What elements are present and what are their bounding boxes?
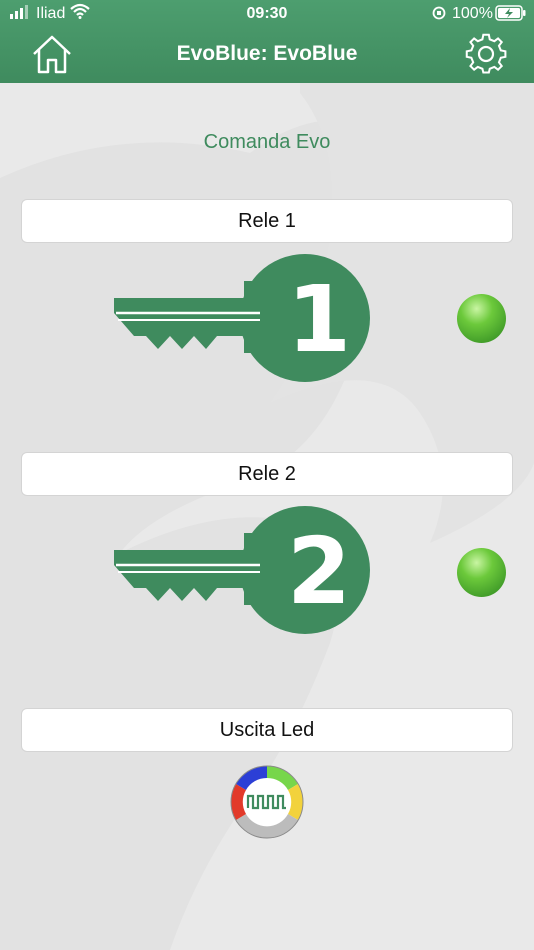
relay-2-status-led (457, 548, 506, 597)
home-icon (33, 35, 71, 74)
signal-icon (10, 5, 30, 24)
section-title: Comanda Evo (203, 131, 331, 153)
battery-percent: 100% (452, 5, 493, 22)
wifi-icon (70, 3, 90, 24)
settings-button[interactable] (464, 32, 508, 76)
key-1-icon[interactable]: 1 (112, 253, 372, 383)
battery-icon (495, 5, 527, 26)
app-header: Iliad 09:30 100% Evo (0, 0, 534, 83)
key-1-number: 1 (287, 266, 351, 373)
carrier-name: Iliad (36, 5, 66, 22)
key-2-icon[interactable]: 2 (112, 505, 372, 635)
page-title: EvoBlue: EvoBlue (176, 42, 358, 65)
home-button[interactable] (30, 32, 74, 76)
main-content: Comanda Evo Rele 1 1 Rele 2 2 Uscita Led (0, 83, 534, 950)
clock: 09:30 (246, 5, 288, 22)
orientation-lock-icon (432, 6, 446, 25)
relay-2-button[interactable]: Rele 2 (21, 452, 513, 496)
status-bar: Iliad 09:30 100% (0, 0, 534, 28)
led-output-button[interactable]: Uscita Led (21, 708, 513, 752)
relay-1-status-led (457, 294, 506, 343)
pwm-ring-icon[interactable] (228, 763, 306, 841)
key-2-number: 2 (287, 518, 351, 625)
gear-icon (465, 33, 507, 74)
relay-1-button[interactable]: Rele 1 (21, 199, 513, 243)
